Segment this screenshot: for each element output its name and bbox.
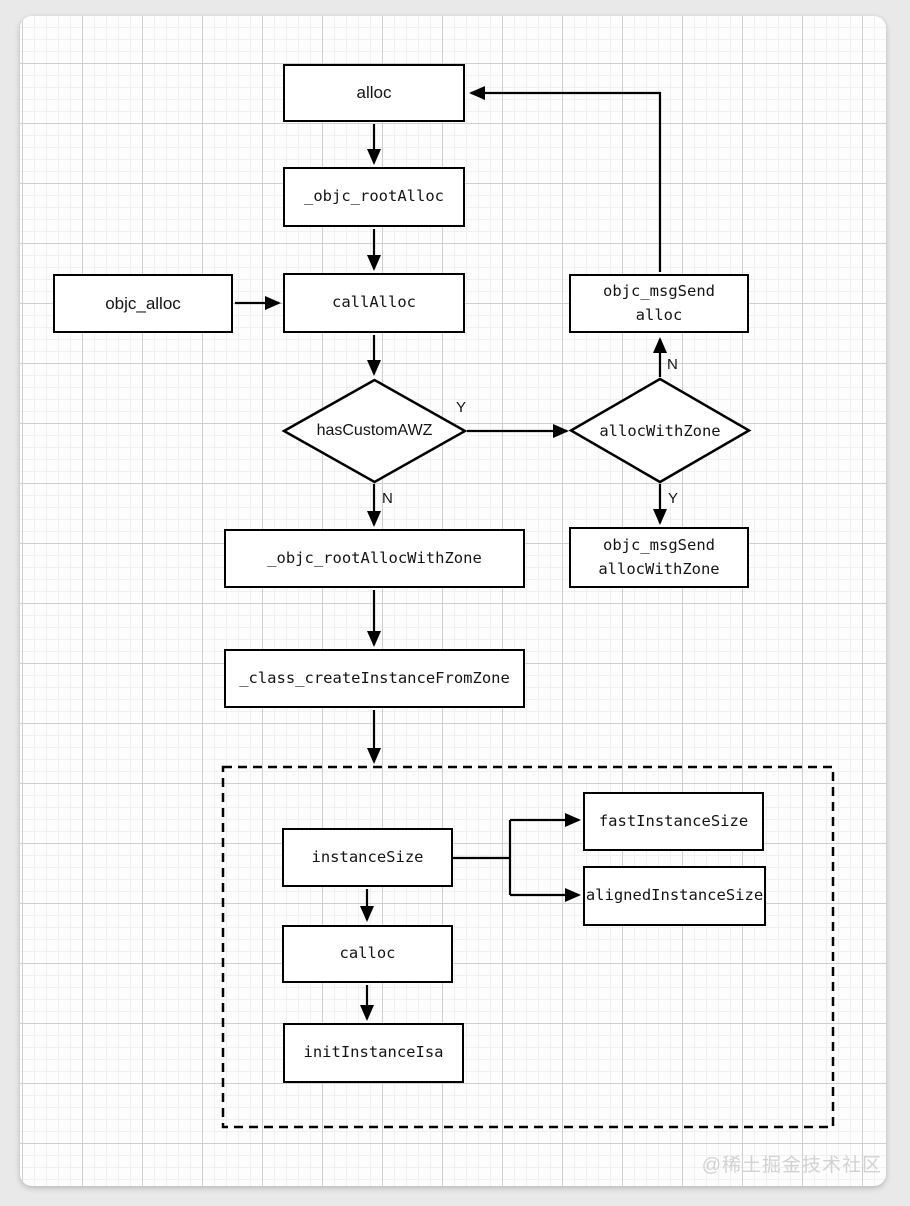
edge-label-allocWithZone-no: N bbox=[667, 356, 678, 373]
node-class-createInstanceFromZone: _class_createInstanceFromZone bbox=[224, 649, 525, 708]
decision-allocWithZone-shape bbox=[568, 377, 752, 484]
instance-creation-group-border bbox=[221, 765, 835, 1129]
edge-msgSendAlloc-to-alloc bbox=[469, 86, 662, 272]
edge-label-hasCustomAWZ-no: N bbox=[382, 490, 393, 507]
node-fastInstanceSize: fastInstanceSize bbox=[583, 792, 764, 851]
decision-hasCustomAWZ-label: hasCustomAWZ bbox=[316, 422, 433, 439]
node-alloc: alloc bbox=[283, 64, 465, 122]
node-objc-rootAllocWithZone: _objc_rootAllocWithZone bbox=[224, 529, 525, 588]
edge-label-hasCustomAWZ-yes: Y bbox=[456, 399, 467, 416]
node-alignedInstanceSize: alignedInstanceSize bbox=[583, 866, 766, 926]
decision-allocWithZone-label: allocWithZone bbox=[599, 421, 721, 440]
node-calloc: calloc bbox=[282, 925, 453, 983]
edge-instanceSize-branch-trunk bbox=[453, 820, 512, 895]
node-objc-alloc: objc_alloc bbox=[53, 274, 233, 333]
edge-label-allocWithZone-yes: Y bbox=[668, 490, 679, 507]
node-instanceSize: instanceSize bbox=[282, 828, 453, 887]
watermark: @稀土掘金技术社区 bbox=[701, 1155, 882, 1176]
node-objc-rootAlloc: _objc_rootAlloc bbox=[283, 167, 465, 227]
node-initInstanceIsa: initInstanceIsa bbox=[283, 1023, 464, 1083]
node-callAlloc: callAlloc bbox=[283, 273, 465, 333]
node-objc-msgSend-allocWithZone: objc_msgSend allocWithZone bbox=[569, 527, 749, 588]
node-objc-msgSend-alloc: objc_msgSend alloc bbox=[569, 274, 749, 333]
decision-hasCustomAWZ-shape bbox=[281, 378, 468, 484]
